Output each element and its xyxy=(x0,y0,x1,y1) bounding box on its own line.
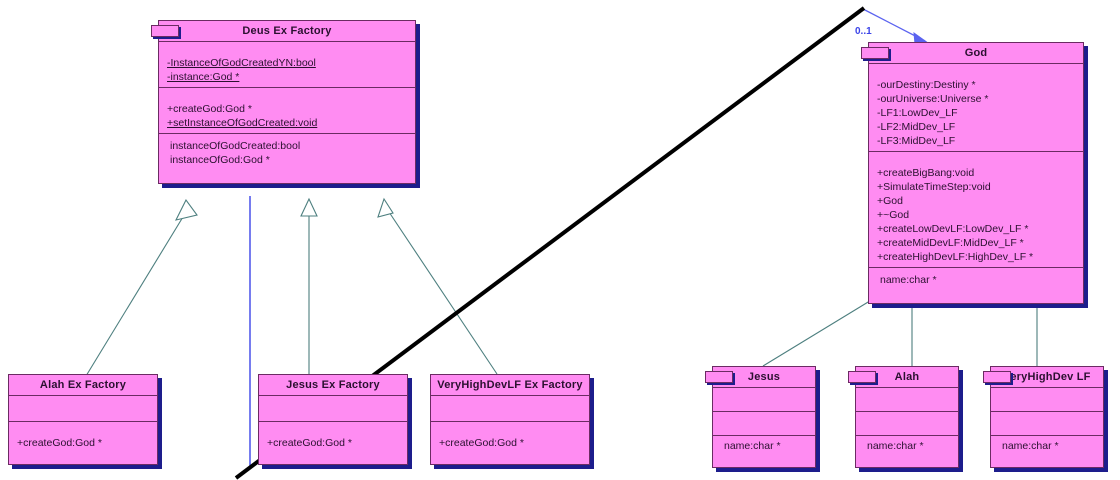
operation-row: +createMidDevLF:MidDev_LF * xyxy=(877,237,1024,249)
class-tab-icon xyxy=(848,371,876,383)
compartment-spacer xyxy=(991,453,1103,464)
class-box-veryhighdevlf-ex-factory[interactable]: VeryHighDevLF Ex Factory +createGod:God … xyxy=(430,374,590,465)
compartment-spacer xyxy=(869,287,1083,298)
operations-compartment-veryhighdev-lf xyxy=(991,411,1103,435)
class-title-veryhighdevlf-ex-factory: VeryHighDevLF Ex Factory xyxy=(437,379,583,391)
operations-compartment-deus: +createGod:God * +setInstanceOfGodCreate… xyxy=(159,87,415,133)
extra-row: name:char * xyxy=(1002,440,1059,452)
attributes-compartment-jesus-ex-factory xyxy=(259,395,407,421)
compartment-spacer xyxy=(259,425,407,436)
operations-compartment-veryhighdevlf-ex-factory: +createGod:God * xyxy=(431,421,589,464)
class-box-jesus-ex-factory[interactable]: Jesus Ex Factory +createGod:God * xyxy=(258,374,408,465)
class-tab-icon xyxy=(983,371,1011,383)
operation-row: +createHighDevLF:HighDev_LF * xyxy=(877,251,1034,263)
compartment-spacer xyxy=(159,91,415,102)
attribute-row: -InstanceOfGodCreatedYN:bool xyxy=(167,57,316,69)
attributes-compartment-alah xyxy=(856,387,958,411)
operation-row: +~God xyxy=(877,209,910,221)
compartment-spacer xyxy=(9,425,157,436)
operations-compartment-jesus-ex-factory: +createGod:God * xyxy=(259,421,407,464)
attributes-compartment-jesus xyxy=(713,387,815,411)
class-title-veryhighdev-lf: VeryHighDev LF xyxy=(1003,371,1091,383)
compartment-spacer xyxy=(856,453,958,464)
operation-row: +createGod:God * xyxy=(267,437,352,449)
compartment-spacer xyxy=(431,450,589,461)
class-box-deus-ex-factory[interactable]: Deus Ex Factory -InstanceOfGodCreatedYN:… xyxy=(151,20,416,184)
operations-compartment-god: +createBigBang:void +SimulateTimeStep:vo… xyxy=(869,151,1083,267)
extra-row: name:char * xyxy=(880,274,937,286)
compartment-spacer xyxy=(259,450,407,461)
attribute-row: -LF2:MidDev_LF xyxy=(877,121,956,133)
attribute-row: -instance:God * xyxy=(167,71,240,83)
compartment-spacer xyxy=(713,453,815,464)
extra-row: name:char * xyxy=(867,440,924,452)
attribute-row: -LF3:MidDev_LF xyxy=(877,135,956,147)
attributes-compartment-deus: -InstanceOfGodCreatedYN:bool -instance:G… xyxy=(159,41,415,87)
class-title-alah-ex-factory: Alah Ex Factory xyxy=(39,379,127,391)
compartment-spacer xyxy=(869,155,1083,166)
class-box-god[interactable]: God -ourDestiny:Destiny * -ourUniverse:U… xyxy=(861,42,1084,304)
operation-row: +createLowDevLF:LowDev_LF * xyxy=(877,223,1029,235)
multiplicity-label-0-1: 0..1 xyxy=(855,26,872,37)
operation-row: +God xyxy=(877,195,903,207)
extra-compartment-deus: instanceOfGodCreated:bool instanceOfGod:… xyxy=(159,133,415,183)
attribute-row: -LF1:LowDev_LF xyxy=(877,107,958,119)
class-title-god: God xyxy=(964,47,988,59)
class-box-jesus[interactable]: Jesus name:char * xyxy=(705,366,816,468)
attributes-compartment-veryhighdev-lf xyxy=(991,387,1103,411)
compartment-spacer xyxy=(869,67,1083,78)
compartment-spacer xyxy=(159,45,415,56)
generalization-jesusexfactory-to-deusexfactory xyxy=(300,197,318,374)
extra-row: instanceOfGodCreated:bool xyxy=(170,140,301,152)
class-box-veryhighdev-lf[interactable]: VeryHighDev LF name:char * xyxy=(983,366,1104,468)
operations-compartment-jesus xyxy=(713,411,815,435)
operation-row: +createGod:God * xyxy=(17,437,102,449)
attributes-compartment-alah-ex-factory xyxy=(9,395,157,421)
extra-compartment-veryhighdev-lf: name:char * xyxy=(991,435,1103,467)
extra-compartment-jesus: name:char * xyxy=(713,435,815,467)
generalization-alahexfactory-to-deusexfactory xyxy=(85,198,198,377)
generalization-veryhighdevlfexfactory-to-deusexfactory xyxy=(377,197,498,375)
operation-row: +createBigBang:void xyxy=(877,167,975,179)
class-title-alah: Alah xyxy=(894,371,920,383)
class-tab-icon xyxy=(705,371,733,383)
attributes-compartment-god: -ourDestiny:Destiny * -ourUniverse:Unive… xyxy=(869,63,1083,151)
attribute-row: -ourDestiny:Destiny * xyxy=(877,79,976,91)
class-title-jesus-ex-factory: Jesus Ex Factory xyxy=(286,379,380,391)
compartment-spacer xyxy=(431,425,589,436)
class-box-alah[interactable]: Alah name:char * xyxy=(848,366,959,468)
extra-compartment-god: name:char * xyxy=(869,267,1083,303)
extra-row: name:char * xyxy=(724,440,781,452)
attributes-compartment-veryhighdevlf-ex-factory xyxy=(431,395,589,421)
generalization-jesus-to-god xyxy=(762,284,885,367)
extra-compartment-alah: name:char * xyxy=(856,435,958,467)
operation-row: +setInstanceOfGodCreated:void xyxy=(167,117,318,129)
extra-row: instanceOfGod:God * xyxy=(170,154,270,166)
compartment-spacer xyxy=(159,167,415,178)
class-title-deus-ex-factory: Deus Ex Factory xyxy=(242,25,332,37)
operations-compartment-alah xyxy=(856,411,958,435)
operations-compartment-alah-ex-factory: +createGod:God * xyxy=(9,421,157,464)
operation-row: +createGod:God * xyxy=(439,437,524,449)
attribute-row: -ourUniverse:Universe * xyxy=(877,93,989,105)
compartment-spacer xyxy=(9,450,157,461)
class-tab-icon xyxy=(861,47,889,59)
class-box-alah-ex-factory[interactable]: Alah Ex Factory +createGod:God * xyxy=(8,374,158,465)
operation-row: +SimulateTimeStep:void xyxy=(877,181,991,193)
class-tab-icon xyxy=(151,25,179,37)
operation-row: +createGod:God * xyxy=(167,103,252,115)
